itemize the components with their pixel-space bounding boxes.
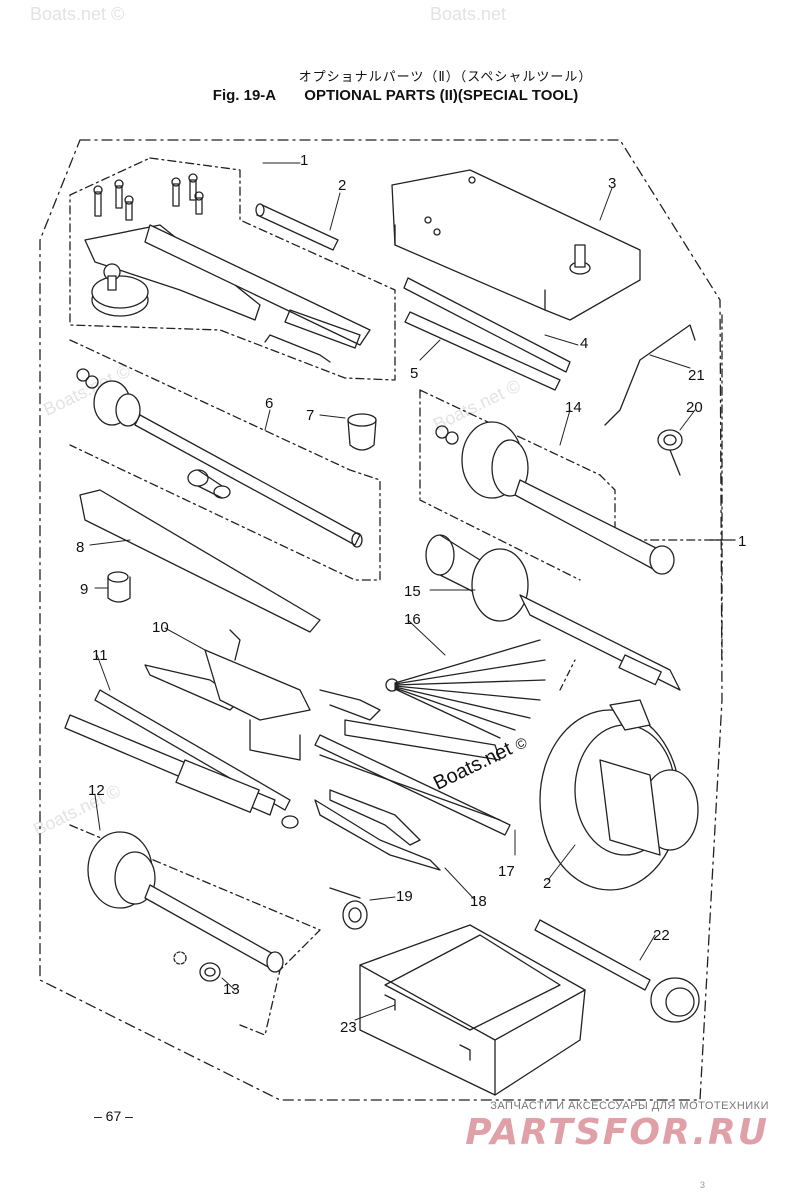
- part-6-puller: [76, 368, 363, 548]
- figure-caption: OPTIONAL PARTS (II)(SPECIAL TOOL): [304, 87, 579, 104]
- part-2-rotor-holder: [539, 659, 699, 891]
- part-2-pin: [255, 203, 339, 251]
- callout-label: 1: [300, 152, 308, 169]
- callout-labels: 1 2 3 4 5 21 6 7 20 14 1 8 15 9 10 16 11…: [76, 152, 746, 1036]
- part-12-puller-set: [64, 714, 299, 973]
- part-21-wire: [604, 324, 696, 426]
- callout-label: 23: [340, 1019, 357, 1036]
- callout-label: 18: [470, 893, 487, 910]
- figure-header: オプショナルパーツ（Ⅱ）（スペシャルツール） Fig. 19-A OPTIONA…: [0, 66, 791, 104]
- part-13-washer: [173, 951, 221, 982]
- part-9-nut: [107, 571, 131, 603]
- part-10-tool: [144, 629, 381, 761]
- part-1-tool-set: [84, 173, 371, 363]
- callout-label: 15: [404, 583, 421, 600]
- callout-label: 5: [410, 365, 418, 382]
- callout-label: 22: [653, 927, 670, 944]
- watermark-text: Boats.net: [430, 4, 507, 24]
- part-11-bar: [94, 689, 291, 811]
- callout-label: 2: [338, 177, 346, 194]
- leader-lines: [89, 162, 696, 1021]
- callout-label: 11: [92, 647, 108, 664]
- part-22-tool: [534, 919, 700, 1023]
- callout-label: 1: [738, 533, 746, 550]
- callout-label: 4: [580, 335, 588, 352]
- callout-label: 9: [80, 581, 88, 598]
- group-14-boundary: [419, 389, 721, 581]
- page-number: – 67 –: [94, 1108, 133, 1124]
- footer-brand-block: ЗАПЧАСТИ И АКСЕССУАРЫ ДЛЯ МОТОТЕХНИКИ PA…: [465, 1100, 769, 1153]
- bushing: [187, 469, 231, 499]
- watermark-text: Boats.net ©: [30, 4, 125, 24]
- callout-label: 10: [152, 619, 169, 636]
- figure-title-english: Fig. 19-A OPTIONAL PARTS (II)(SPECIAL TO…: [0, 87, 791, 104]
- group-6-boundary: [69, 339, 381, 581]
- callout-label: 2: [543, 875, 551, 892]
- callout-label: 16: [404, 611, 421, 628]
- part-8-bar: [79, 489, 321, 633]
- callout-label: 21: [688, 367, 705, 384]
- group-1-boundary: [69, 157, 396, 381]
- corner-code: 3: [700, 1180, 706, 1190]
- diagram-boundary: [39, 139, 723, 1101]
- callout-label: 7: [306, 407, 314, 424]
- callout-label: 19: [396, 888, 413, 905]
- footer-russian-text: ЗАПЧАСТИ И АКСЕССУАРЫ ДЛЯ МОТОТЕХНИКИ: [490, 1100, 769, 1112]
- part-14-puller: [435, 421, 675, 575]
- part-7-collar: [347, 413, 377, 451]
- callout-label: 17: [498, 863, 515, 880]
- part-3-plate: [391, 169, 641, 321]
- callout-label: 8: [76, 539, 84, 556]
- callout-label: 12: [88, 782, 105, 799]
- callout-label: 6: [265, 395, 273, 412]
- part-17-bars: [314, 719, 511, 836]
- callout-label: 20: [686, 399, 703, 416]
- part-5-rod: [404, 311, 561, 391]
- part-19-hook: [329, 887, 368, 930]
- part-16-feeler-gauge: [385, 639, 546, 739]
- callout-label: 13: [223, 981, 240, 998]
- part-15-drum-tool: [425, 534, 681, 691]
- part-18-pliers: [314, 789, 441, 871]
- figure-number: Fig. 19-A: [212, 87, 277, 104]
- part-23-tool-case: [359, 924, 586, 1096]
- footer-brand-logo: PARTSFOR.RU: [465, 1112, 769, 1153]
- figure-title-japanese: オプショナルパーツ（Ⅱ）（スペシャルツール）: [298, 69, 593, 84]
- callout-label: 3: [608, 175, 616, 192]
- part-20-eyebolt: [657, 429, 683, 476]
- part-4-rod: [403, 277, 571, 373]
- callout-label: 14: [565, 399, 582, 416]
